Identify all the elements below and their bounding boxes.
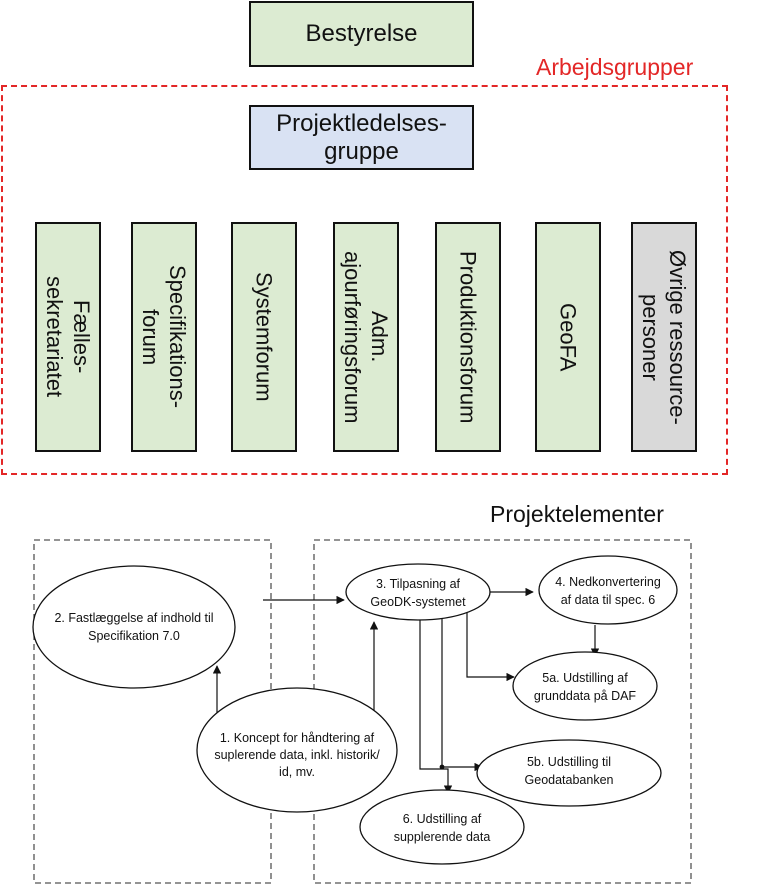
node-3 bbox=[345, 563, 491, 621]
group-label-line1: Øvrige ressource- bbox=[665, 249, 690, 425]
node-2-label-line1: 2. Fastlæggelse af indhold til bbox=[54, 611, 213, 625]
arrow-node3-to-node6 bbox=[419, 616, 453, 794]
projektledelsesgruppe-line1: Projektledelses- bbox=[276, 109, 447, 137]
node-1 bbox=[196, 687, 398, 813]
node-5a-label-line2: grunddata på DAF bbox=[534, 689, 637, 703]
group-oevrige-ressourcepersoner: Øvrige ressource- personer bbox=[631, 222, 697, 452]
junction-dot bbox=[439, 764, 445, 770]
group-label-line2: sekretariatet bbox=[42, 276, 67, 398]
node-5a bbox=[512, 651, 658, 721]
group-specifikationsforum: Specifikations- forum bbox=[131, 222, 197, 452]
group-label-line1: Produktionsforum bbox=[455, 250, 481, 424]
group-label-line1: GeoFA bbox=[555, 302, 581, 372]
group-label-line2: forum bbox=[138, 308, 163, 366]
node-4 bbox=[538, 555, 678, 625]
node-4-label-line1: 4. Nedkonvertering bbox=[555, 575, 661, 589]
group-label-line2: personer bbox=[638, 293, 663, 381]
node-6-label-line1: 6. Udstilling af bbox=[403, 812, 482, 826]
projektledelsesgruppe-line2: gruppe bbox=[324, 137, 399, 165]
group-produktionsforum: Produktionsforum bbox=[435, 222, 501, 452]
group-label-line1: Fælles- bbox=[69, 300, 94, 374]
node-4-label-line2: af data til spec. 6 bbox=[561, 593, 656, 607]
arrow-node3-to-node5b bbox=[441, 616, 483, 772]
node-5b-label-line2: Geodatabanken bbox=[525, 773, 614, 787]
node-5b-label-line1: 5b. Udstilling til bbox=[527, 755, 611, 769]
node-5b bbox=[476, 739, 662, 807]
node-6-label-line2: supplerende data bbox=[394, 830, 491, 844]
node-2 bbox=[32, 565, 236, 689]
node-3-label-line1: 3. Tilpasning af bbox=[376, 577, 461, 591]
group-label-line2: ajourføringsforum bbox=[340, 250, 365, 424]
group-geofa: GeoFA bbox=[535, 222, 601, 452]
group-label-line1: Specifikations- bbox=[165, 265, 190, 409]
arrow-node3-to-node5a bbox=[466, 610, 515, 682]
group-label-line1: Systemforum bbox=[251, 272, 277, 402]
bestyrelse-box: Bestyrelse bbox=[249, 1, 474, 67]
node-1-label-line2: suplerende data, inkl. historik/ bbox=[214, 748, 380, 762]
node-1-label-line1: 1. Koncept for håndtering af bbox=[220, 731, 375, 745]
node-2-label-line2: Specifikation 7.0 bbox=[88, 629, 180, 643]
projektledelsesgruppe-box: Projektledelses- gruppe bbox=[249, 105, 474, 170]
projektelementer-title: Projektelementer bbox=[490, 501, 664, 527]
group-systemforum: Systemforum bbox=[231, 222, 297, 452]
bestyrelse-label: Bestyrelse bbox=[305, 20, 418, 47]
node-5a-label-line1: 5a. Udstilling af bbox=[542, 671, 628, 685]
node-1-label-line3: id, mv. bbox=[279, 765, 315, 779]
node-3-label-line2: GeoDK-systemet bbox=[370, 595, 466, 609]
group-adm-ajourfoeringsforum: Adm. ajourføringsforum bbox=[333, 222, 399, 452]
group-label-line1: Adm. bbox=[367, 311, 392, 363]
arbejdsgrupper-frame bbox=[1, 85, 728, 475]
group-faellessekretariatet: Fælles- sekretariatet bbox=[35, 222, 101, 452]
arbejdsgrupper-title: Arbejdsgrupper bbox=[536, 54, 694, 80]
node-6 bbox=[359, 789, 525, 865]
